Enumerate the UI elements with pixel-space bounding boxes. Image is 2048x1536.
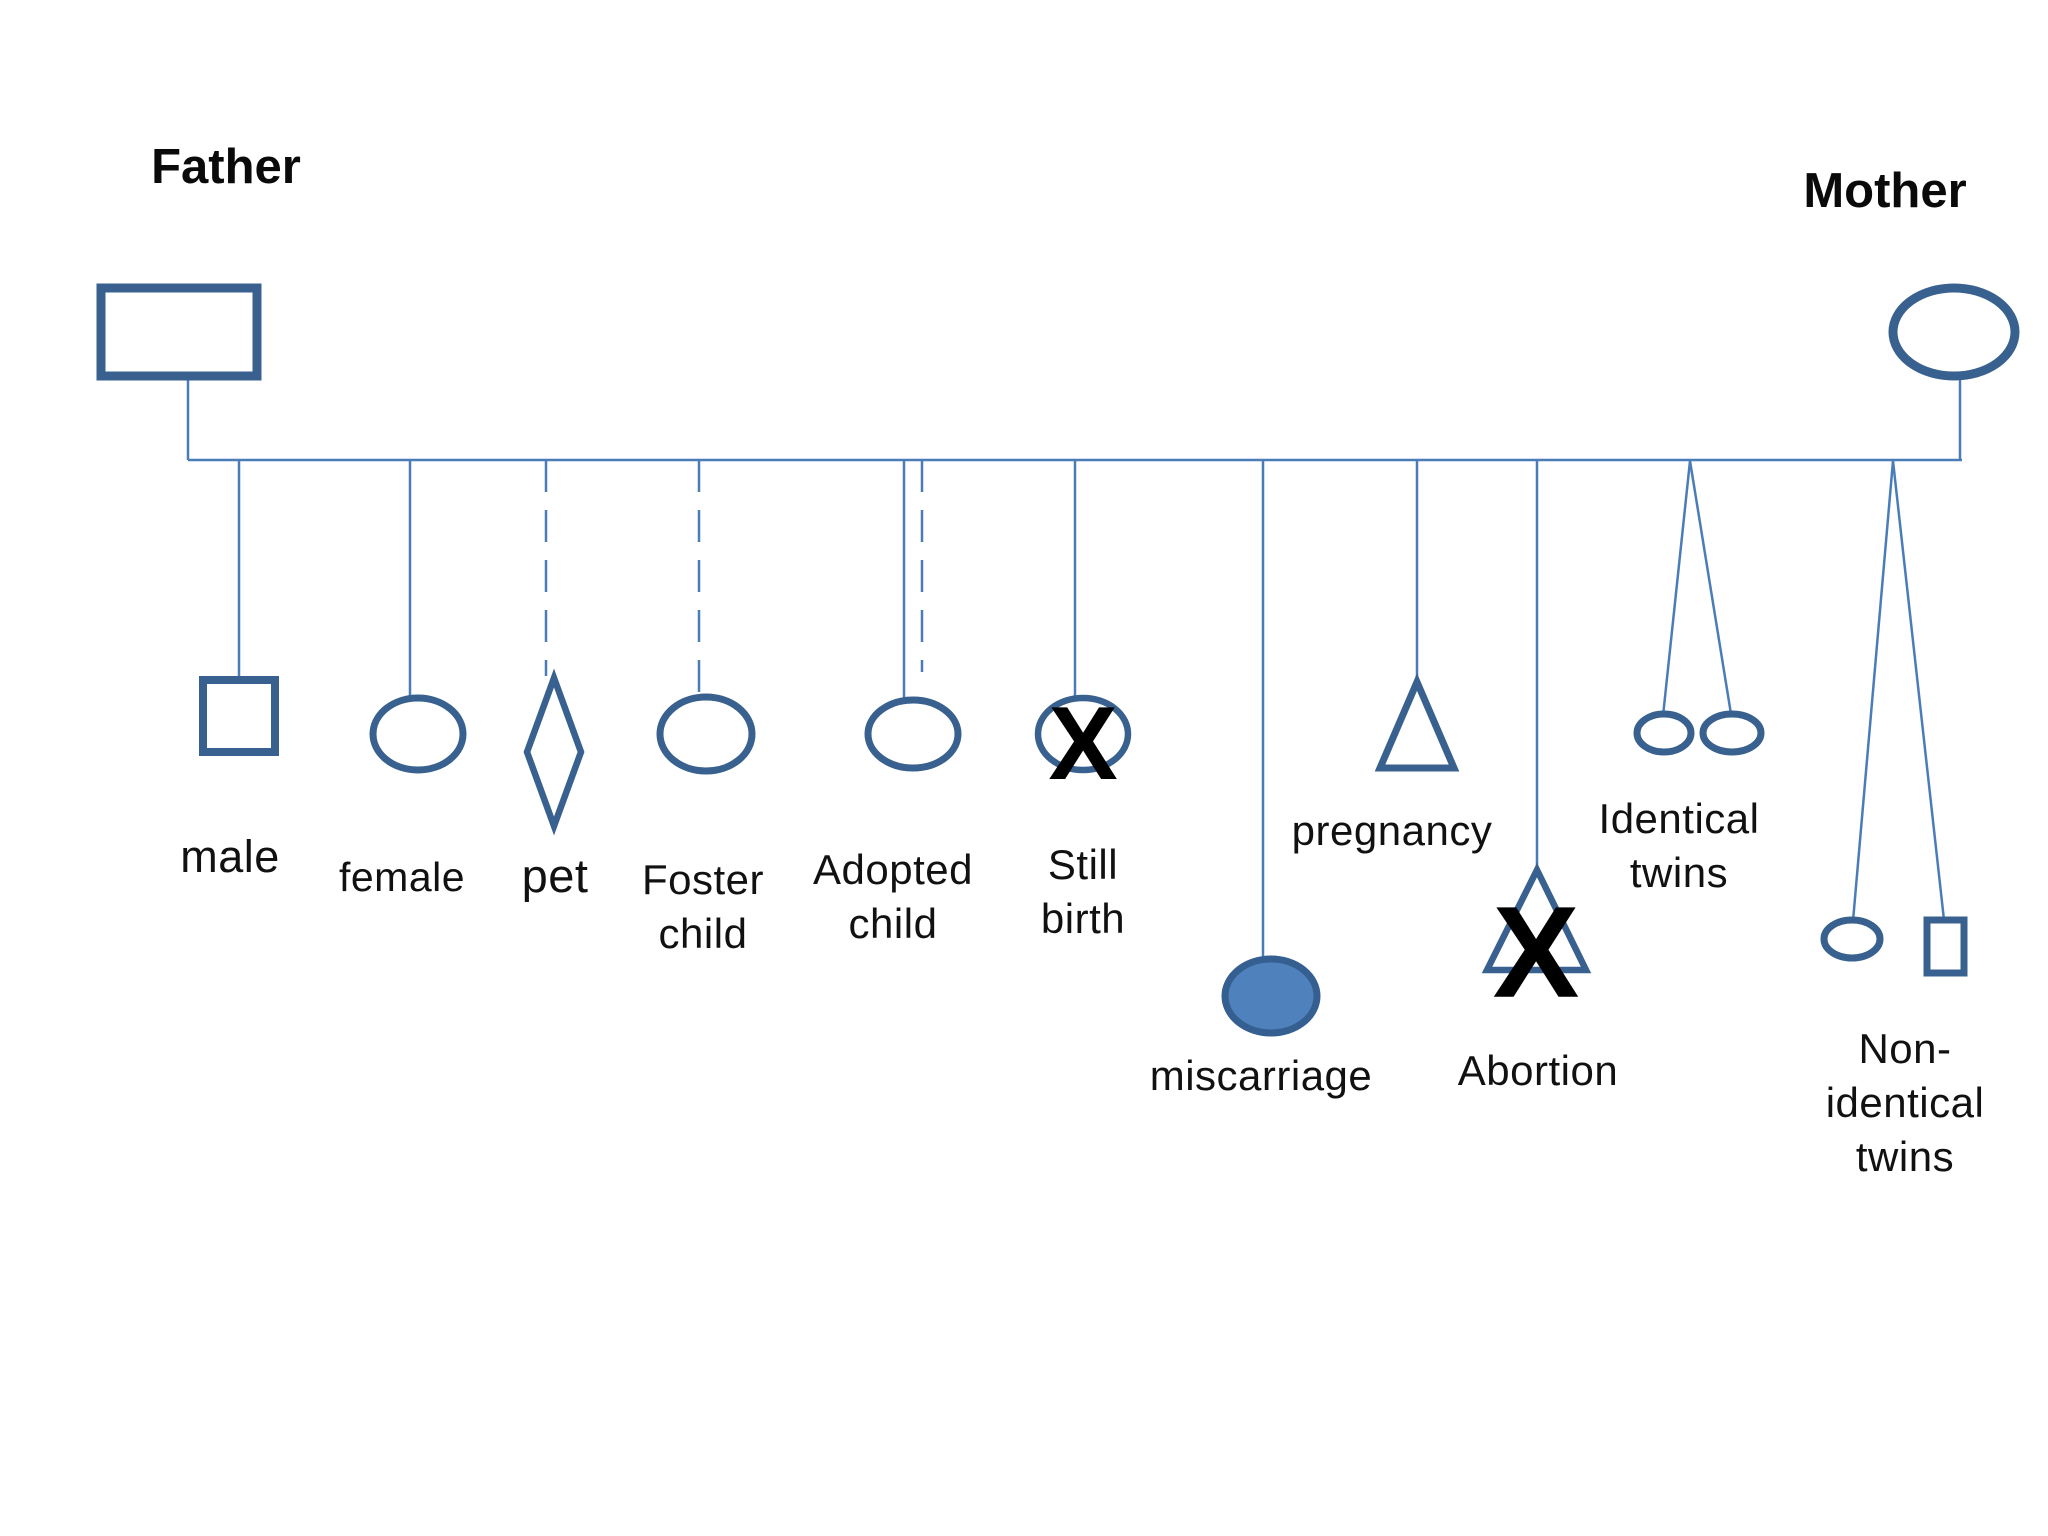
father-rectangle-symbol <box>96 283 262 381</box>
non-identical-twin-circle-symbol <box>1820 916 1884 962</box>
pregnancy-triangle-symbol <box>1374 673 1460 772</box>
father-label: Father <box>151 140 301 194</box>
identical-twin-left-circle-symbol <box>1633 710 1695 756</box>
non-identical-twins-label: Non-identical twins <box>1825 1025 1985 1180</box>
still-birth-x-mark: X <box>1048 685 1118 802</box>
female-label: female <box>338 854 466 900</box>
identical-twins-label: Identical twins <box>1598 795 1760 896</box>
still-birth-label: Still birth <box>1040 841 1126 942</box>
pet-label: pet <box>521 849 589 902</box>
foster-child-label: Foster child <box>641 856 765 957</box>
abortion-triangle-symbol <box>1481 862 1592 974</box>
mother-label: Mother <box>1803 164 1967 218</box>
identical-twins-right-fork-line <box>1688 460 1733 715</box>
miscarriage-filled-circle-symbol <box>1221 955 1321 1037</box>
foster-child-circle-symbol <box>656 693 756 775</box>
non-identical-twin-square-symbol <box>1923 916 1968 977</box>
identical-twin-right-circle-symbol <box>1699 710 1765 756</box>
non-identical-twins-right-fork-line <box>1891 460 1946 921</box>
connector-lines <box>186 375 1962 960</box>
non-identical-twins-left-fork-line <box>1851 460 1895 922</box>
adopted-child-circle-symbol <box>864 696 962 772</box>
abortion-label: Abortion <box>1457 1047 1619 1094</box>
abortion-x-mark: X <box>1492 878 1580 1025</box>
adopted-child-label: Adopted child <box>813 846 973 947</box>
pregnancy-label: pregnancy <box>1291 807 1493 854</box>
mother-ellipse-symbol <box>1888 283 2020 381</box>
male-square-symbol <box>199 676 279 756</box>
pet-diamond-symbol <box>523 668 585 836</box>
identical-twins-left-fork-line <box>1661 460 1692 717</box>
male-label: male <box>180 831 280 882</box>
female-circle-symbol <box>369 694 467 774</box>
still-birth-circle-symbol <box>1034 694 1132 774</box>
miscarriage-label: miscarriage <box>1149 1052 1373 1099</box>
symbol-shapes <box>96 283 2020 1037</box>
